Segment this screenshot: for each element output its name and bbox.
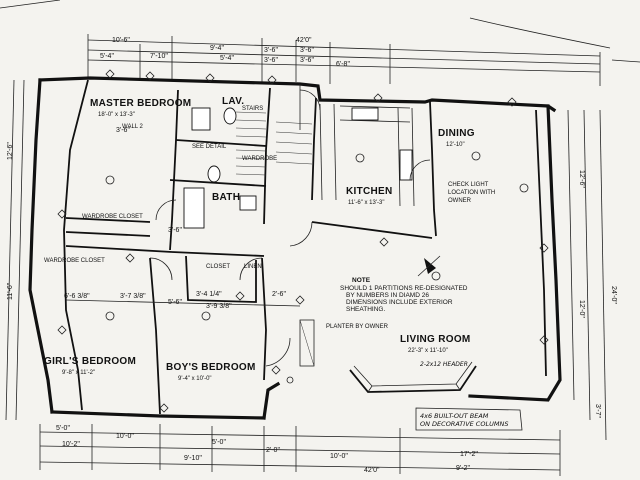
label-stairs: STAIRS [242,106,263,112]
dim-bottom2-1: 10'-2" [62,441,80,448]
room-kitchen-size: 11'-6" x 13'-3" [348,200,384,206]
dim-bottom1-4: 2'-0" [266,447,280,454]
dim-top-1: 10'-6" [112,37,130,44]
room-lav: LAV. [222,96,244,107]
light-symbols [105,151,529,384]
label-closet: CLOSET [206,264,230,270]
label-owner: OWNER [448,198,472,204]
label-check-light: CHECK LIGHT [448,182,489,188]
label-wall: WALL 2 [122,124,144,130]
note-line-4: SHEATHING. [346,306,385,313]
stairs [235,111,313,176]
bottom-dimension-lines: 5'-0" 10'-0" 5'-0" 2'-0" 10'-0" 17'-2" 1… [39,424,561,476]
dim-bottom1-6: 17'-2" [460,451,478,458]
sink-bath [239,195,257,211]
dim-interior-3: 3'-7 3/8" [120,293,146,300]
room-dining-size: 12'-10" [446,142,465,148]
dim-top2-2: 7'-10" [150,53,168,60]
room-living: LIVING ROOM [400,334,471,345]
room-girls-bedroom-size: 9'-8" x 11'-2" [62,370,95,376]
toilet-bath [207,165,221,183]
dim-bottom1-2: 10'-0" [116,433,134,440]
room-kitchen: KITCHEN [346,186,393,197]
left-dimension-lines: 12'-6" 11'-6" [5,79,25,421]
dim-right-1: 12'-6" [578,170,585,188]
dim-interior-7: 3'-6" [168,227,182,234]
bath-fixtures [183,107,257,229]
label-linen: LINEN [244,264,262,270]
label-wardrobe-closet-1: WARDROBE CLOSET [82,214,143,220]
note-block: NOTE SHOULD 1 PARTITIONS RE-DESIGNATED B… [340,277,468,313]
door-swings [149,84,431,367]
label-header: 2-2x12 HEADER [420,361,468,368]
room-girls-bedroom: GIRL'S BEDROOM [44,356,136,367]
dim-interior-2: 6'-6 3/8" [64,293,90,300]
dim-interior-6: 2'-6" [272,291,286,298]
dim-left-1: 12'-6" [7,142,14,160]
exterior-walls [28,76,562,420]
beam-note: 4x6 BUILT-OUT BEAM ON DECORATIVE COLUMNS [415,407,523,431]
room-living-size: 22'-3" x 11'-10" [408,348,448,354]
dim-interior-8: 3'-4 1/4" [196,291,222,298]
room-master-bedroom-size: 18'-0" x 13'-3" [98,112,135,118]
dim-interior-4: 5'-6" [168,299,182,306]
dim-top2-4: 3'-6" [264,57,278,64]
bay-window [349,361,477,393]
room-master-bedroom: MASTER BEDROOM [90,98,191,109]
label-location-with: LOCATION WITH [448,190,495,196]
north-arrow-icon [417,255,441,277]
beam-note-line-2: ON DECORATIVE COLUMNS [420,420,508,428]
beam-note-line-1: 4x6 BUILT-OUT BEAM [420,412,489,420]
note-line-1: SHOULD 1 PARTITIONS RE-DESIGNATED [340,285,468,292]
dim-top2-3: 5'-4" [220,55,234,62]
room-boys-bedroom-size: 9'-4" x 10'-0" [178,376,212,382]
dim-top2-1: 5'-4" [100,53,114,60]
room-labels: MASTER BEDROOM 18'-0" x 13'-3" LAV. BATH… [44,96,475,382]
label-planter: PLANTER BY OWNER [326,324,389,330]
right-dimension-lines: 12'-6" 12'-0" 24'-0" 3'-7" [567,109,617,441]
top-dimension-lines: 42'0" 10'-6" 9'-4" 3'-6" 3'-6" 5'-4" 7'-… [87,34,601,86]
dim-bottom2-3: 9'-2" [456,465,470,472]
dim-top2-6: 6'-8" [336,61,350,68]
toilet-lav [223,107,237,125]
label-wardrobe: WARDROBE [242,156,277,162]
dim-top-2: 9'-4" [210,45,224,52]
room-dining: DINING [438,128,475,139]
scan-border [0,0,640,63]
sink-lav [191,107,211,131]
dim-interior-1: 3'-6" [116,127,130,134]
planter [299,319,315,367]
interior-walls [65,87,437,415]
dim-right-3: 24'-0" [610,286,617,304]
secondary-labels: WARDROBE CLOSET WARDROBE CLOSET CLOSET L… [44,106,495,368]
dim-interior-5: 3'-9 3/8" [206,303,232,310]
dim-top-4: 3'-6" [300,47,314,54]
room-bath: BATH [212,192,240,203]
label-see-detail: SEE DETAIL [192,144,227,150]
dim-left-2: 11'-6" [7,282,14,300]
interior-dimensions: 3'-6" 6'-6 3/8" 3'-7 3/8" 5'-6" 3'-9 3/8… [64,127,301,310]
kitchen-counters [319,103,415,207]
dim-top-total: 42'0" [296,37,312,44]
dim-bottom-total: 42'0" [364,467,380,474]
room-boys-bedroom: BOY'S BEDROOM [166,362,256,373]
dim-bottom1-3: 5'-0" [212,439,226,446]
bathtub [183,187,205,229]
note-line-3: DIMENSIONS INCLUDE EXTERIOR [346,299,453,306]
label-wardrobe-closet-2: WARDROBE CLOSET [44,258,105,264]
dim-bottom1-1: 5'-0" [56,425,70,432]
note-line-2: BY NUMBERS IN DIAMD 26 [346,292,429,299]
dim-bottom2-2: 9'-10" [184,455,202,462]
note-title: NOTE [352,277,371,284]
dim-right-2: 12'-0" [578,300,585,318]
partition-markers [57,69,549,413]
dim-bottom1-5: 10'-0" [330,453,348,460]
dim-top2-5: 3'-6" [300,57,314,64]
dim-right-4: 3'-7" [594,404,601,418]
dim-top-3: 3'-6" [264,47,278,54]
